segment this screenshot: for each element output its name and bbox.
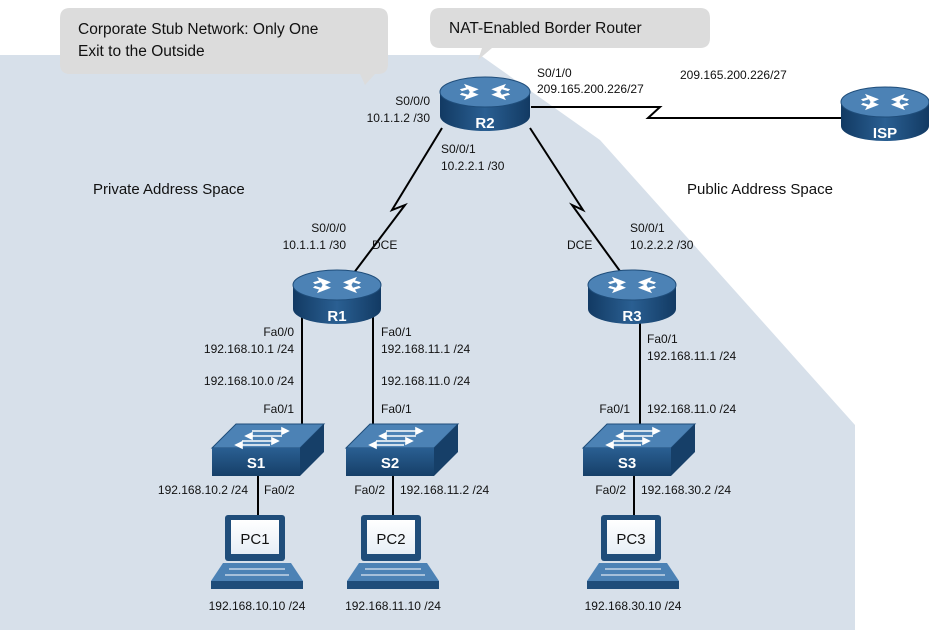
s2-fa01-label: Fa0/1 bbox=[381, 402, 412, 416]
network-192-168-11-label: 192.168.11.0 /24 bbox=[381, 374, 471, 388]
switch-s3-name: S3 bbox=[618, 455, 636, 472]
s2-fa02-label: Fa0/2 bbox=[354, 483, 385, 497]
router-r1-name: R1 bbox=[327, 308, 346, 325]
pc2-name: PC2 bbox=[376, 531, 405, 548]
r2-s000-interface: S0/0/0 bbox=[395, 94, 430, 108]
interface-labels: S0/0/0 10.1.1.2 /30 S0/1/0 209.165.200.2… bbox=[158, 66, 787, 613]
switch-s2-icon: S2 bbox=[344, 423, 460, 476]
switch-s1-icon: S1 bbox=[210, 423, 326, 476]
public-address-space-label: Public Address Space bbox=[687, 181, 833, 198]
s3-fa01-label: Fa0/1 bbox=[599, 402, 630, 416]
stub-callout-line2: Exit to the Outside bbox=[78, 43, 205, 60]
s1-fa01-label: Fa0/1 bbox=[263, 402, 294, 416]
r2-s000-address: 10.1.1.2 /30 bbox=[367, 111, 431, 125]
link-r2-isp bbox=[531, 106, 858, 119]
s1-fa02-label: Fa0/2 bbox=[264, 483, 295, 497]
r2-s001-interface: S0/0/1 bbox=[441, 142, 476, 156]
r3-fa01-address: 192.168.11.1 /24 bbox=[647, 349, 737, 363]
isp-link-address: 209.165.200.226/27 bbox=[680, 68, 787, 82]
nat-router-callout: NAT-Enabled Border Router bbox=[430, 8, 710, 60]
r1-dce-label: DCE bbox=[372, 238, 397, 252]
stub-callout-line1: Corporate Stub Network: Only One bbox=[78, 21, 318, 38]
links bbox=[257, 106, 858, 520]
r1-fa01-interface: Fa0/1 bbox=[381, 325, 412, 339]
router-r2-icon: R2 bbox=[439, 76, 531, 132]
link-r2-r1 bbox=[349, 127, 443, 279]
r3-s001-address: 10.2.2.2 /30 bbox=[630, 238, 694, 252]
r1-s000-interface: S0/0/0 bbox=[311, 221, 346, 235]
router-r3-name: R3 bbox=[622, 308, 641, 325]
r1-fa00-interface: Fa0/0 bbox=[263, 325, 294, 339]
nat-callout-text: NAT-Enabled Border Router bbox=[449, 20, 642, 37]
pc1-name: PC1 bbox=[240, 531, 269, 548]
switch-s1-name: S1 bbox=[247, 455, 265, 472]
pc2-icon: PC2 bbox=[347, 515, 439, 589]
r1-s000-address: 10.1.1.1 /30 bbox=[283, 238, 347, 252]
pc3-address: 192.168.30.10 /24 bbox=[585, 599, 682, 613]
r2-s001-address: 10.2.2.1 /30 bbox=[441, 159, 505, 173]
s3-fa02-label: Fa0/2 bbox=[595, 483, 626, 497]
private-address-space-region bbox=[0, 55, 855, 630]
r3-s001-interface: S0/0/1 bbox=[630, 221, 665, 235]
link-r2-r3 bbox=[529, 127, 626, 279]
router-r1-icon: R1 bbox=[292, 269, 382, 325]
r1-fa00-address: 192.168.10.1 /24 bbox=[204, 342, 294, 356]
router-r3-icon: R3 bbox=[587, 269, 677, 325]
stub-network-callout: Corporate Stub Network: Only One Exit to… bbox=[60, 8, 388, 85]
switch-s3-icon: S3 bbox=[581, 423, 697, 476]
r1-fa01-address: 192.168.11.1 /24 bbox=[381, 342, 471, 356]
s2-address: 192.168.11.2 /24 bbox=[400, 483, 490, 497]
router-isp-icon: ISP bbox=[840, 86, 929, 142]
switch-s2-name: S2 bbox=[381, 455, 399, 472]
r2-s010-address: 209.165.200.226/27 bbox=[537, 82, 644, 96]
pc2-address: 192.168.11.10 /24 bbox=[345, 599, 441, 613]
r3-dce-label: DCE bbox=[567, 238, 592, 252]
r3-fa01-interface: Fa0/1 bbox=[647, 332, 678, 346]
pc1-icon: PC1 bbox=[211, 515, 303, 589]
r2-s010-interface: S0/1/0 bbox=[537, 66, 572, 80]
pc1-address: 192.168.10.10 /24 bbox=[209, 599, 306, 613]
s3-address: 192.168.30.2 /24 bbox=[641, 483, 731, 497]
router-r2-name: R2 bbox=[475, 115, 494, 132]
pc3-name: PC3 bbox=[616, 531, 645, 548]
r3-network-label: 192.168.11.0 /24 bbox=[647, 402, 737, 416]
router-isp-name: ISP bbox=[873, 125, 897, 142]
s1-address: 192.168.10.2 /24 bbox=[158, 483, 248, 497]
network-192-168-10-label: 192.168.10.0 /24 bbox=[204, 374, 294, 388]
private-address-space-label: Private Address Space bbox=[93, 181, 245, 198]
pc3-icon: PC3 bbox=[587, 515, 679, 589]
